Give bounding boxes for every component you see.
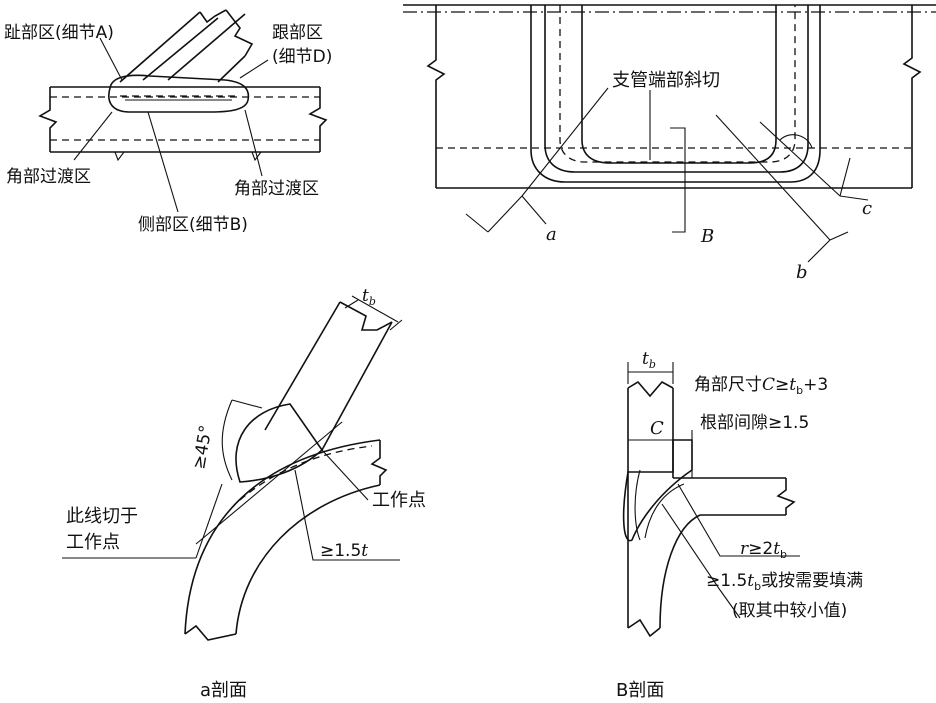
cut-c-label: c xyxy=(862,198,872,219)
section-a-tb: tb xyxy=(362,286,376,308)
heel-zone-label-2: (细节D) xyxy=(272,47,332,67)
cut-a-label: a xyxy=(546,224,557,245)
side-zone-label: 侧部区(细节B) xyxy=(138,215,248,235)
r-label: r≥2tb xyxy=(740,539,787,561)
section-a xyxy=(62,295,403,641)
bevel-label: 支管端部斜切 xyxy=(612,70,720,91)
tangent-label-1: 此线切于 xyxy=(66,506,138,527)
fill-label: ≥1.5tb或按需要填满 xyxy=(706,571,863,593)
root-gap-label: 根部间隙≥1.5 xyxy=(700,413,809,433)
tangent-label-2: 工作点 xyxy=(66,532,120,553)
cut-b-label: b xyxy=(796,262,808,283)
branch-plan-view xyxy=(403,4,936,263)
radius-label: ≥1.5t xyxy=(320,541,368,561)
corner-size-label: 角部尺寸C≥tb+3 xyxy=(694,375,828,397)
overview-joint xyxy=(38,9,328,213)
angle-label: ≥45° xyxy=(189,424,216,471)
section-B-caption: B剖面 xyxy=(616,680,664,701)
C-dimension-label: C xyxy=(650,418,664,439)
fill-note-label: (取其中较小值) xyxy=(732,601,847,621)
heel-zone-label-1: 跟部区 xyxy=(272,23,323,43)
toe-zone-label: 趾部区(细节A) xyxy=(4,23,114,43)
cut-B-label: B xyxy=(700,226,714,247)
corner-zone-label-left: 角部过渡区 xyxy=(6,167,91,187)
section-B xyxy=(622,362,800,638)
work-point-label: 工作点 xyxy=(372,490,426,511)
corner-zone-label-right: 角部过渡区 xyxy=(234,179,319,199)
section-a-caption: a剖面 xyxy=(200,680,247,701)
section-B-tb: tb xyxy=(642,349,656,371)
